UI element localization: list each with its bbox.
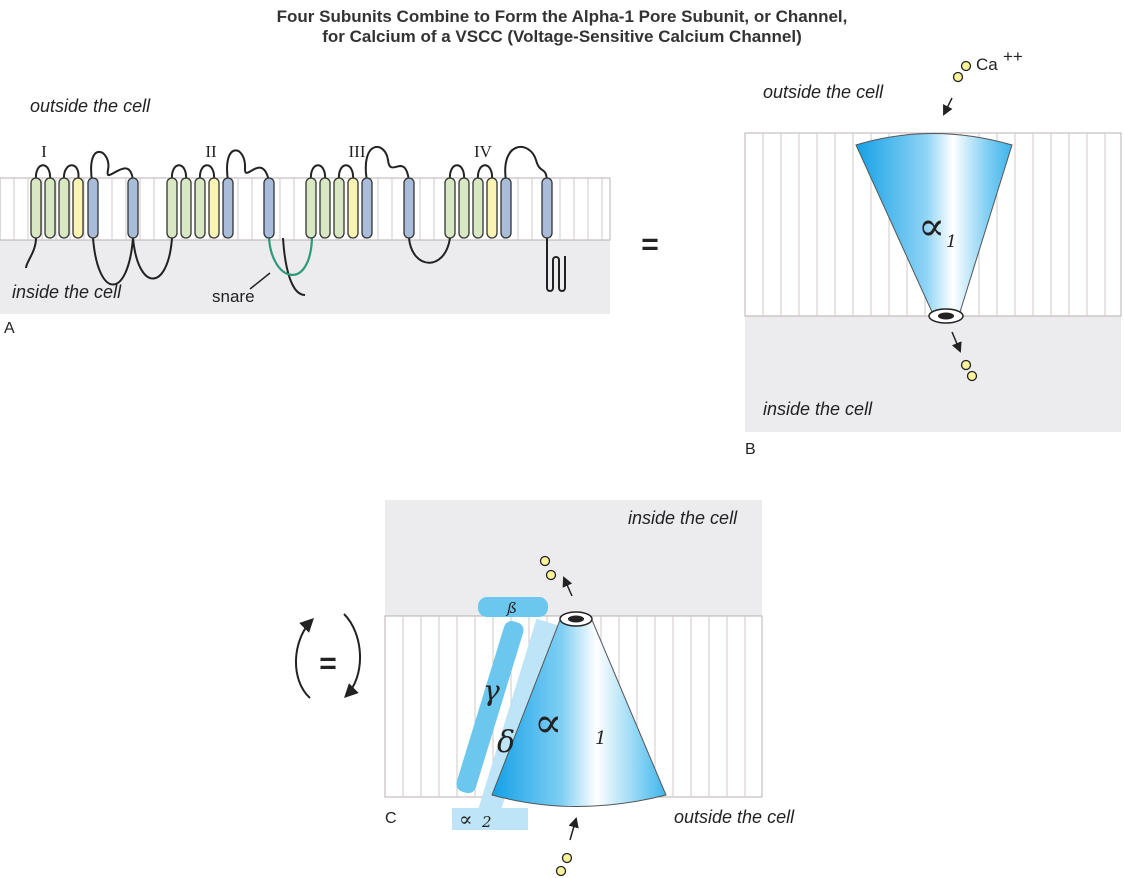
calcium-entry-arrow-c (568, 816, 579, 841)
c-terminal-tail (546, 250, 566, 292)
alpha1-pore-cone (855, 133, 1013, 313)
flip-arrow-left (295, 618, 314, 699)
alpha1-subscript-c: 1 (595, 728, 606, 749)
transmembrane-helix (361, 177, 373, 239)
gamma-symbol: γ (483, 674, 500, 707)
calcium-ion-out-2 (966, 370, 978, 382)
beta-subunit (478, 597, 548, 617)
transmembrane-helix (166, 177, 178, 239)
title-line-2: for Calcium of a VSCC (Voltage-Sensitive… (322, 27, 802, 46)
calcium-ion-c-top-1 (539, 555, 551, 567)
pore-opening-c-inner (568, 615, 584, 623)
beta-symbol: ß (505, 599, 517, 617)
domain-label-ii: II (205, 142, 217, 161)
calcium-entry-arrow (943, 97, 953, 116)
snare-loop (267, 237, 314, 276)
panel-c-inside-label: inside the cell (628, 508, 738, 528)
transmembrane-helix (180, 177, 192, 239)
panel-a-helices (30, 177, 553, 239)
panel-b: ∝ 1 outside the cell inside the cell Ca … (744, 47, 1122, 458)
transmembrane-helix (444, 177, 456, 239)
flip-arrow-right (343, 613, 361, 698)
calcium-ion-in-1 (952, 71, 964, 83)
panel-a: outside the cell inside the cell I II II… (0, 96, 611, 337)
domain-label-iii: III (349, 142, 366, 161)
panel-b-inside-label: inside the cell (763, 399, 873, 419)
transmembrane-helix (472, 177, 484, 239)
alpha1-symbol: ∝ (918, 204, 945, 250)
transmembrane-helix (222, 177, 234, 239)
delta-symbol: δ (497, 725, 515, 760)
calcium-label: Ca (976, 55, 998, 74)
transmembrane-helix (44, 177, 56, 239)
calcium-ion-out-1 (960, 359, 972, 371)
panel-b-inside-region (745, 316, 1121, 432)
alpha2-subscript: 2 (481, 813, 492, 831)
transmembrane-helix (72, 177, 84, 239)
transmembrane-helix (333, 177, 345, 239)
domain-label-iv: IV (474, 142, 493, 161)
transmembrane-helix (30, 177, 42, 239)
calcium-exit-arrow-c (562, 576, 573, 597)
transmembrane-helix (305, 177, 317, 239)
equals-sign-flip: = (319, 647, 337, 680)
panel-a-letter: A (4, 320, 15, 337)
transmembrane-helix (458, 177, 470, 239)
alpha1-symbol-c: ∝ (534, 698, 562, 747)
transmembrane-helix (319, 177, 331, 239)
alpha2-foot (452, 808, 528, 830)
transmembrane-helix (347, 177, 359, 239)
transmembrane-helix (500, 177, 512, 239)
panel-a-loops (25, 145, 548, 296)
panel-b-outside-label: outside the cell (763, 82, 884, 102)
panel-a-inside-label: inside the cell (12, 282, 122, 302)
panel-c-inside-region (385, 500, 762, 616)
delta-alpha2-subunit (478, 618, 558, 817)
panel-b-letter: B (745, 441, 756, 458)
title-line-1: Four Subunits Combine to Form the Alpha-… (277, 7, 848, 26)
calcium-ion-in-2 (960, 60, 972, 72)
calcium-ion-c-top-2 (545, 569, 557, 581)
transmembrane-helix (87, 177, 99, 239)
gamma-subunit (456, 621, 524, 794)
snare-pointer (249, 272, 271, 290)
transmembrane-helix (403, 177, 415, 239)
transmembrane-helix (208, 177, 220, 239)
transmembrane-helix (263, 177, 275, 239)
calcium-ion-c-bottom-2 (555, 865, 567, 877)
transmembrane-helix (127, 177, 139, 239)
calcium-charge: ++ (1003, 47, 1023, 66)
pore-opening-inner (938, 312, 954, 320)
transmembrane-helix (486, 177, 498, 239)
alpha1-cone-c (491, 619, 667, 807)
snare-label: snare (212, 287, 255, 306)
alpha2-symbol: ∝ (459, 807, 473, 831)
calcium-exit-arrow (951, 331, 962, 353)
transmembrane-helix (541, 177, 553, 239)
equals-sign-ab: = (641, 228, 659, 261)
domain-label-i: I (41, 142, 47, 161)
panel-a-inside-region (0, 240, 610, 314)
panel-c-outside-label: outside the cell (674, 807, 795, 827)
panel-c: inside the cell outside the cell ß γ δ ∝… (295, 500, 795, 877)
panel-a-outside-label: outside the cell (30, 96, 151, 116)
transmembrane-helix (194, 177, 206, 239)
calcium-ion-c-bottom-1 (561, 852, 573, 864)
transmembrane-helix (58, 177, 70, 239)
panel-c-letter: C (385, 810, 397, 827)
alpha1-subscript: 1 (946, 232, 957, 252)
